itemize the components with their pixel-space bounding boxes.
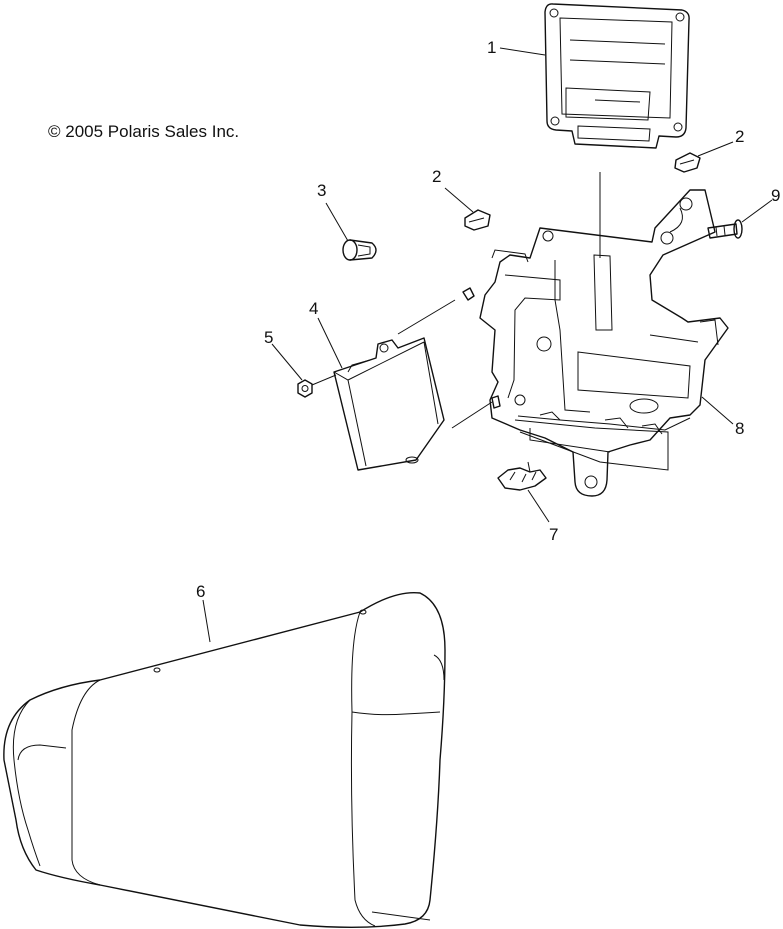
part-6-seat-cushion (3, 591, 446, 928)
leader-2-left (444, 187, 474, 213)
callout-3: 3 (317, 181, 326, 200)
copyright-text: © 2005 Polaris Sales Inc. (48, 122, 239, 141)
leader-1 (499, 47, 546, 56)
callout-4: 4 (309, 299, 318, 318)
part-1-ecu-module (544, 3, 690, 149)
leader-7 (527, 489, 550, 523)
leader-8 (701, 396, 734, 425)
part-8-mounting-bracket (462, 189, 729, 497)
callout-5: 5 (264, 328, 273, 347)
callout-6: 6 (196, 582, 205, 601)
callout-8: 8 (735, 419, 744, 438)
part-2-clip-left (464, 209, 491, 231)
part-3-push-rivet (342, 239, 377, 261)
callout-1: 1 (487, 38, 496, 57)
callout-2-left: 2 (432, 167, 441, 186)
leader-4 (317, 317, 343, 369)
leader-2-right (697, 141, 734, 157)
assembly-line-upper (397, 299, 456, 335)
leader-5 (271, 343, 303, 381)
part-7-clip-connector (497, 461, 547, 491)
callout-9: 9 (771, 186, 780, 205)
assembly-line-nut (311, 374, 337, 386)
leader-6 (202, 599, 211, 643)
callout-7: 7 (549, 525, 558, 544)
leader-3 (325, 202, 349, 242)
part-2-clip-right (674, 152, 701, 173)
part-4-module-box (333, 337, 445, 471)
callout-2-right: 2 (735, 127, 744, 146)
part-5-nut (297, 379, 313, 398)
leader-9 (741, 199, 773, 223)
assembly-line-lower (451, 401, 493, 429)
